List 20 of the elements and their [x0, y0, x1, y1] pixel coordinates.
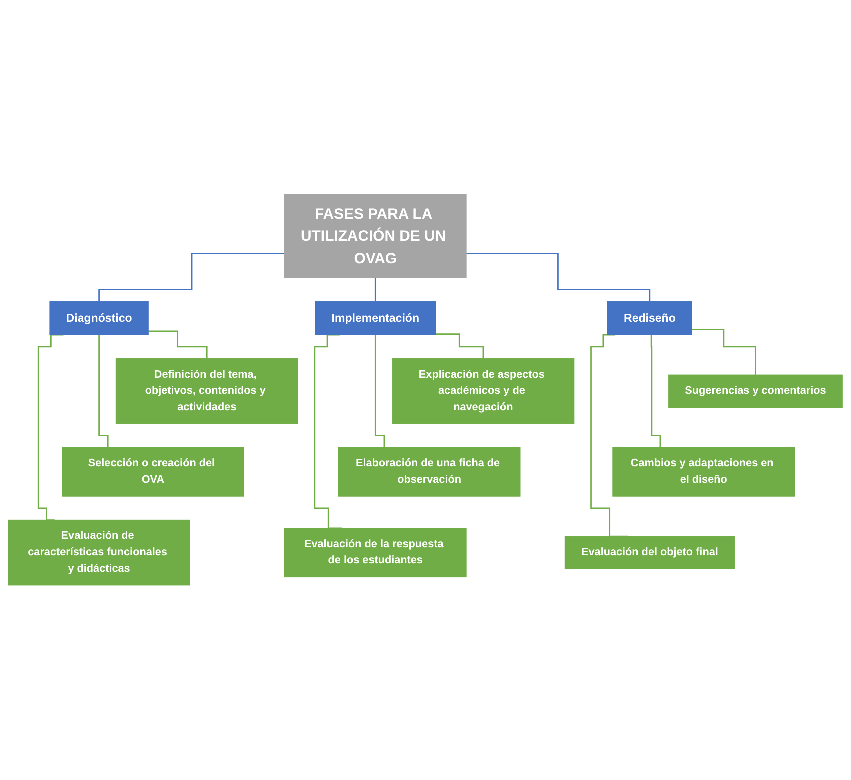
- node-box: Sugerencias y comentarios: [668, 374, 843, 408]
- node-box: Evaluación del objeto final: [564, 536, 735, 570]
- connector: [466, 253, 651, 302]
- connector: [436, 334, 484, 360]
- node-box: Implementación: [315, 301, 436, 336]
- connector: [98, 253, 285, 302]
- node-box: Rediseño: [607, 301, 692, 336]
- node-box: Selección o creación del OVA: [62, 447, 244, 497]
- node-box: Definición del tema, objetivos, contenidos y actividades: [116, 358, 298, 424]
- node-box: Cambios y adaptaciones en el diseño: [612, 447, 796, 497]
- node-box: Explicación de aspectos académicos y de navegación: [392, 358, 575, 424]
- connector: [374, 277, 376, 302]
- node-box: FASES PARA LA UTILIZACIÓN DE UN OVAG: [284, 194, 467, 278]
- node-box: Diagnóstico: [50, 301, 149, 336]
- node-box: Evaluación de la respuesta de los estudiantes: [284, 528, 467, 578]
- node-box: Evaluación de características funcionales y didácticas: [8, 520, 190, 586]
- connector: [148, 330, 208, 360]
- connector: [314, 334, 342, 530]
- connector: [692, 329, 756, 376]
- node-box: Elaboración de una ficha de observación: [338, 447, 521, 497]
